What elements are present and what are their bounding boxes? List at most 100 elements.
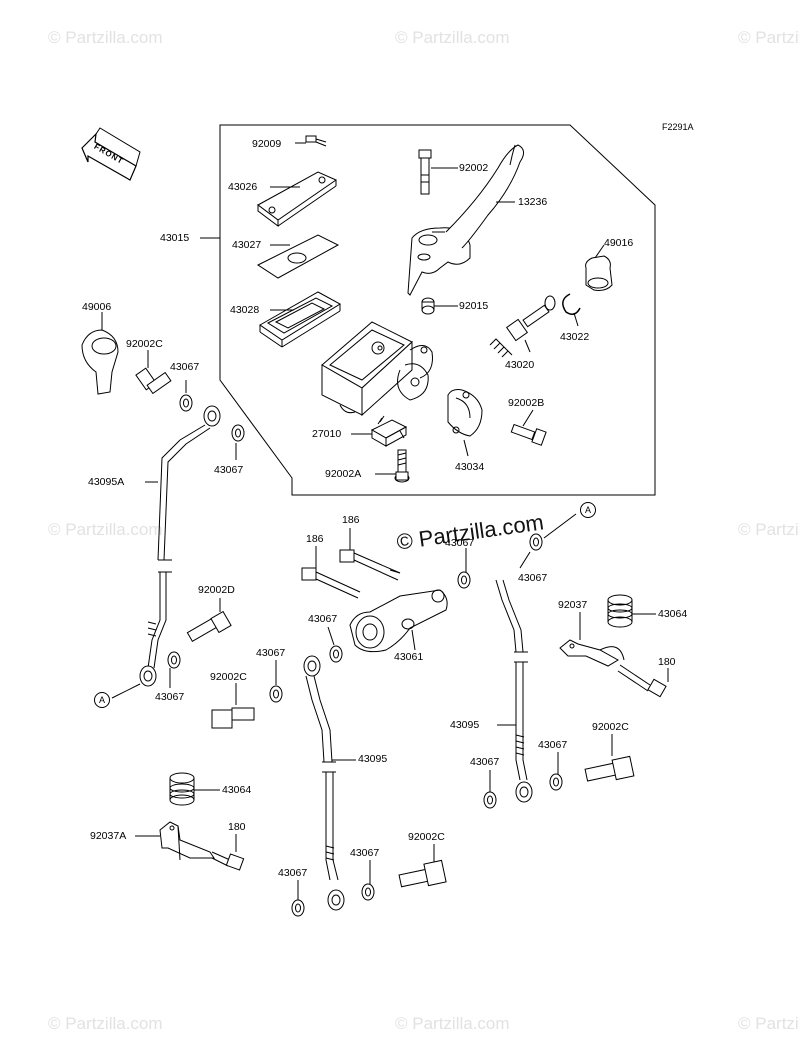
brake-lever [407, 144, 524, 296]
part-label: 43027 [232, 239, 262, 251]
screw-92009 [305, 135, 327, 147]
part-label: 92037 [558, 599, 588, 611]
washer [269, 685, 283, 703]
part-label: 92002C [210, 671, 247, 683]
clamp-bolt [510, 423, 547, 446]
washer [549, 773, 563, 791]
washer [457, 571, 471, 589]
master-cylinder-body [321, 321, 433, 417]
part-label: 180 [658, 656, 676, 668]
grommet-43064-upper [607, 594, 633, 628]
part-label: 43015 [160, 232, 190, 244]
watermark-mid-right: © Partzilla.com [738, 520, 800, 539]
part-label: 43067 [445, 537, 475, 549]
part-label: 180 [228, 821, 246, 833]
dust-boot [585, 255, 613, 291]
watermark-bottom-center: © Partzilla.com [395, 1014, 510, 1033]
part-label: 43067 [214, 464, 244, 476]
washer [179, 394, 193, 412]
part-label: 92002C [408, 831, 445, 843]
piston-kit [489, 295, 556, 358]
washer [483, 791, 497, 809]
part-label: 186 [306, 533, 324, 545]
part-label: 43064 [658, 608, 688, 620]
part-label: 92002D [198, 584, 235, 596]
part-label: 43067 [278, 867, 308, 879]
part-label: 13236 [518, 196, 548, 208]
grommet-43064-lower [169, 772, 195, 806]
bolt-186-lower [301, 567, 361, 599]
part-label: 92002C [126, 338, 163, 350]
callout-a-right: A [580, 502, 596, 518]
diagram-code: F2291A [662, 122, 694, 132]
banjo-bolt-top [135, 367, 172, 395]
brake-hose-43095-center [303, 655, 345, 911]
callout-a-left: A [94, 692, 110, 708]
bolt-180-lower [211, 851, 245, 871]
part-label: 186 [342, 514, 360, 526]
part-label: 43028 [230, 304, 260, 316]
bracket-92037 [559, 639, 625, 667]
part-label: 43095 [450, 719, 480, 731]
part-label: 43034 [455, 461, 485, 473]
part-label: 43022 [560, 331, 590, 343]
part-label: 43020 [505, 359, 535, 371]
part-label: 43095A [88, 476, 125, 488]
bracket-92037a [159, 821, 215, 861]
front-arrow-icon [81, 127, 141, 181]
washer [529, 533, 543, 551]
part-label: 92002A [325, 468, 362, 480]
part-label: 92009 [252, 138, 282, 150]
washer [167, 651, 181, 669]
part-label: 92002C [592, 721, 629, 733]
brake-hose-43095-right [495, 579, 533, 803]
part-label: 27010 [312, 428, 342, 440]
part-label: 43061 [394, 651, 424, 663]
part-label: 43067 [350, 847, 380, 859]
part-label: 43067 [518, 572, 548, 584]
part-label: 43067 [470, 756, 500, 768]
part-label: 49006 [82, 301, 112, 313]
lever-pivot-bolt [418, 149, 432, 195]
part-label: 43067 [538, 739, 568, 751]
part-label: 43067 [155, 691, 185, 703]
watermark-bottom-left: © Partzilla.com [48, 1014, 163, 1033]
part-label: 92002B [508, 397, 545, 409]
washer [329, 645, 343, 663]
brake-switch [370, 415, 408, 447]
screw-92002a [394, 449, 410, 483]
part-label: 92015 [459, 300, 489, 312]
banjo-bolt-bottom [398, 859, 447, 888]
watermark-top-center: © Partzilla.com [395, 28, 510, 47]
assembly-outline [219, 124, 656, 496]
watermark-top-right: © Partzilla.com [738, 28, 800, 47]
watermark-top-left: © Partzilla.com [48, 28, 163, 47]
joint-43061 [349, 589, 448, 653]
banjo-bolt-right [584, 755, 635, 782]
part-label: 92002 [459, 162, 489, 174]
part-label: 43026 [228, 181, 258, 193]
watermark-bottom-right: © Partzilla.com [738, 1014, 800, 1033]
reservoir-cap-49006 [81, 329, 119, 395]
part-label: 92037A [90, 830, 127, 842]
part-label: 43064 [222, 784, 252, 796]
part-label: 43067 [256, 647, 286, 659]
circlip [562, 293, 581, 315]
part-label: 43095 [358, 753, 388, 765]
banjo-bolt-92002d [186, 610, 232, 643]
bolt-186-upper [339, 549, 401, 581]
part-label: 49016 [604, 237, 634, 249]
diaphragm [259, 291, 341, 348]
washer [231, 424, 245, 442]
brake-hose-43095a [139, 405, 221, 687]
lever-nut [421, 297, 435, 315]
bolt-180-upper [617, 664, 667, 698]
watermark-mid-left: © Partzilla.com [48, 520, 163, 539]
washer [361, 883, 375, 901]
washer [291, 899, 305, 917]
diaphragm-plate [256, 234, 340, 279]
banjo-bolt-mid [211, 707, 255, 729]
reservoir-cap [257, 171, 338, 227]
handlebar-clamp [447, 389, 483, 437]
